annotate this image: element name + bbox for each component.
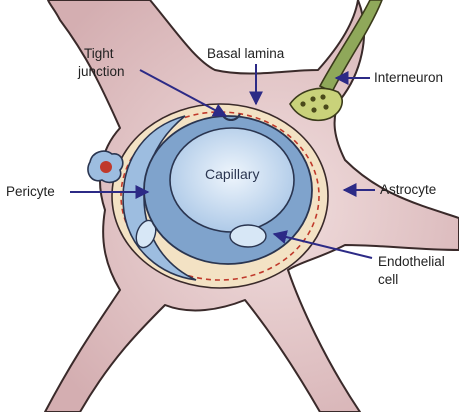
endothelium <box>144 114 312 264</box>
blood-cell <box>88 151 123 182</box>
label-tight-junction-line2: junction <box>77 64 125 79</box>
label-basal-lamina: Basal lamina <box>207 46 285 61</box>
label-astrocyte: Astrocyte <box>380 182 436 197</box>
label-pericyte: Pericyte <box>6 184 55 199</box>
label-capillary: Capillary <box>205 166 259 182</box>
label-endothelial-line1: Endothelial <box>378 254 445 269</box>
interneuron <box>290 0 382 120</box>
label-endothelial-line2: cell <box>378 272 398 287</box>
endothelial-nucleus <box>230 225 266 247</box>
label-interneuron: Interneuron <box>374 70 443 85</box>
label-tight-junction-line1: Tight <box>84 46 114 61</box>
